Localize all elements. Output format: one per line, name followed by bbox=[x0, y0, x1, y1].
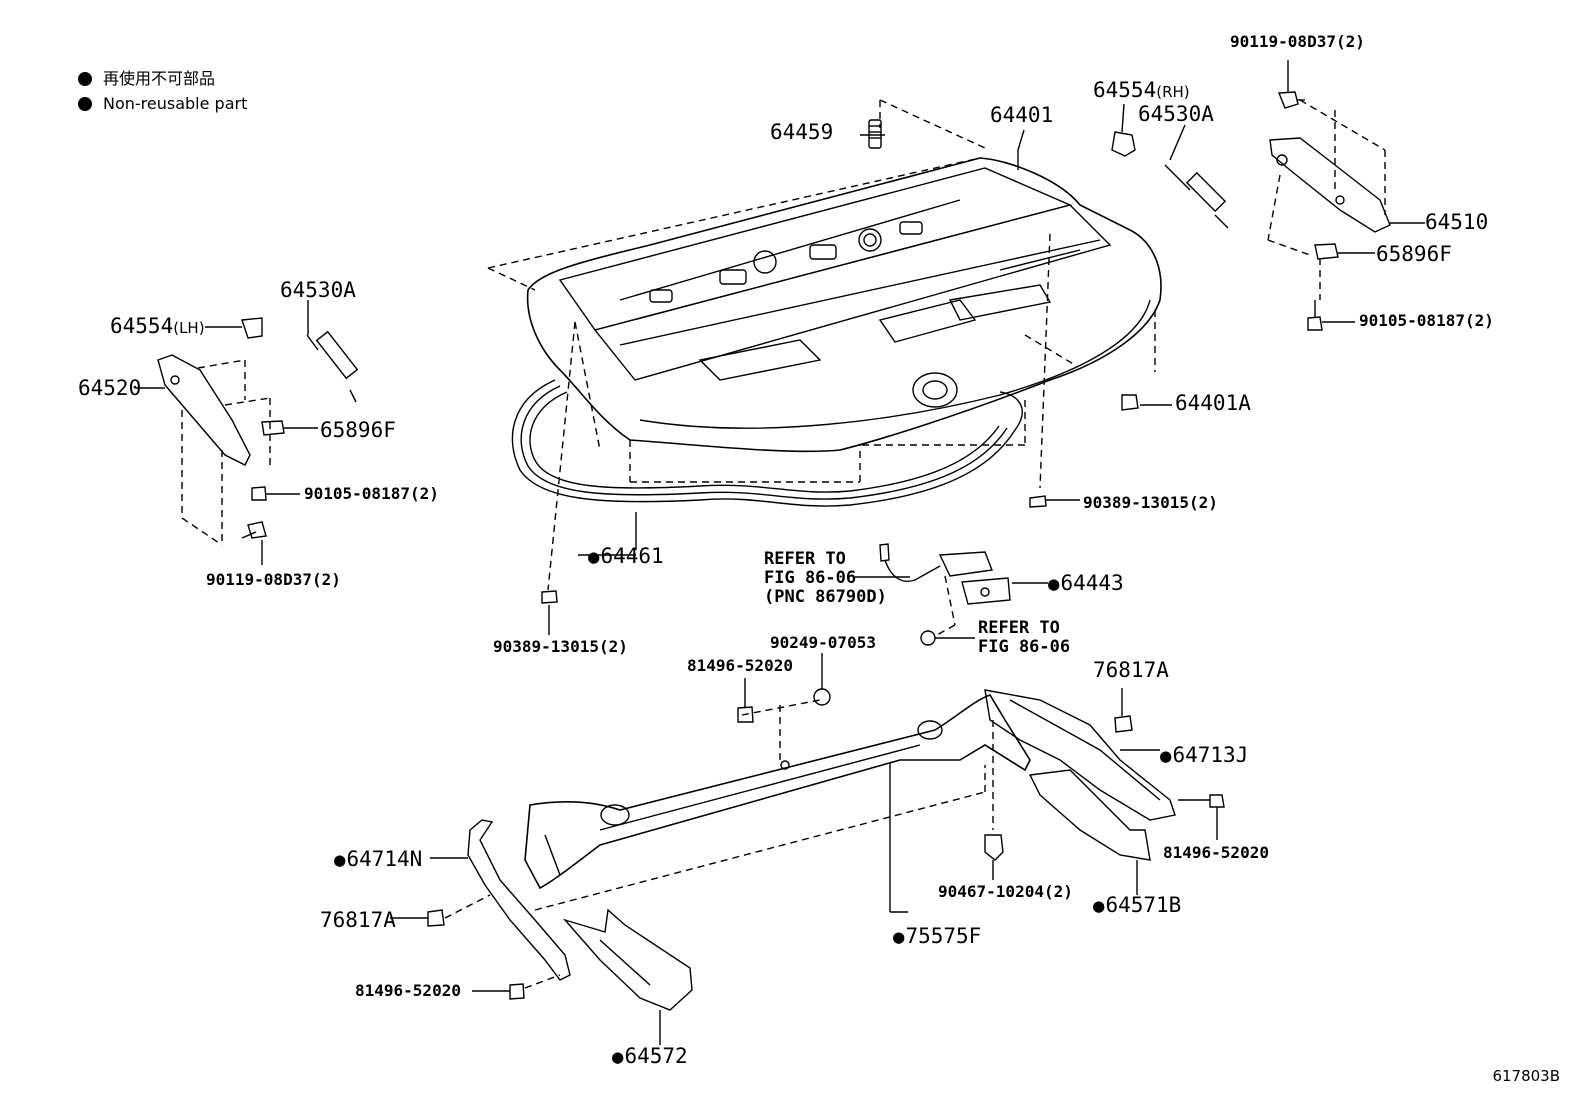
bumper-64459 bbox=[868, 119, 882, 149]
label-64554-rh-num: 64554 bbox=[1093, 78, 1157, 102]
label-64571b-text: 64571B bbox=[1105, 893, 1182, 917]
trim-64713j bbox=[984, 689, 1176, 821]
trim-64571b bbox=[1028, 769, 1151, 895]
clip-65896f-lh bbox=[261, 420, 318, 436]
label-90119-rh: 90119-08D37(2) bbox=[1230, 32, 1365, 51]
label-90105-lh: 90105-08187(2) bbox=[304, 484, 439, 503]
label-64554-lh-side: (LH) bbox=[173, 319, 205, 337]
lock-dashed bbox=[934, 575, 956, 637]
legend-row-en: Non-reusable part bbox=[78, 91, 247, 116]
leader-75575f bbox=[889, 762, 908, 913]
clip-76817a-r bbox=[1114, 688, 1133, 733]
refer-note-1-line3: (PNC 86790D) bbox=[764, 587, 887, 607]
label-64459: 64459 bbox=[770, 120, 834, 144]
label-64520: 64520 bbox=[78, 376, 142, 400]
bracket-64554-rh bbox=[1111, 103, 1136, 157]
clip-81496-c bbox=[472, 983, 525, 1000]
label-75575f-text: 75575F bbox=[905, 924, 982, 948]
clip-81496-a bbox=[737, 653, 831, 723]
refer-note-1-line1: REFER TO bbox=[764, 549, 846, 569]
label-64713j: 64713J bbox=[1160, 745, 1248, 766]
trunk-lid-envelope bbox=[487, 99, 1156, 483]
label-90389-lh: 90389-13015(2) bbox=[493, 637, 628, 656]
label-64530a-lh: 64530A bbox=[280, 278, 356, 302]
label-64572-text: 64572 bbox=[624, 1044, 688, 1068]
refer-note-2: REFER TO FIG 86-06 bbox=[978, 619, 1070, 657]
label-64443-text: 64443 bbox=[1060, 571, 1124, 595]
trim-64572 bbox=[562, 908, 693, 1045]
bolt-90119-rh bbox=[1277, 60, 1305, 109]
bolt-90105-lh bbox=[251, 486, 300, 501]
label-64554-rh-side: (RH) bbox=[1156, 83, 1190, 101]
lid-dashed-studs bbox=[547, 233, 1051, 591]
hinge-64520 bbox=[135, 354, 251, 466]
trim-dashed bbox=[534, 699, 994, 911]
damper-64530a-lh bbox=[306, 300, 359, 403]
non-reusable-bullet-icon bbox=[78, 96, 92, 111]
clip-76817a-l bbox=[390, 909, 445, 927]
bolt-90105-rh bbox=[1307, 300, 1355, 331]
lid-leaders bbox=[578, 129, 1172, 556]
label-64714n-text: 64714N bbox=[346, 847, 423, 871]
weatherstrip-64461 bbox=[511, 379, 1023, 507]
label-90249: 90249-07053 bbox=[770, 633, 876, 652]
non-reusable-bullet-icon bbox=[78, 71, 92, 86]
label-81496-c: 81496-52020 bbox=[355, 981, 461, 1000]
stopper-64401a bbox=[1121, 394, 1139, 411]
refer-note-2-line1: REFER TO bbox=[978, 618, 1060, 638]
clip-81496-b bbox=[1178, 794, 1225, 840]
label-90105-rh: 90105-08187(2) bbox=[1359, 311, 1494, 330]
label-65896f-rh: 65896F bbox=[1376, 242, 1452, 266]
label-90389-rh: 90389-13015(2) bbox=[1083, 493, 1218, 512]
label-65896f-lh: 65896F bbox=[320, 418, 396, 442]
refer-note-1-line2: FIG 86-06 bbox=[764, 568, 857, 588]
label-90119-lh: 90119-08D37(2) bbox=[206, 570, 341, 589]
hinge-lh-dashed bbox=[181, 359, 271, 546]
label-81496-b: 81496-52020 bbox=[1163, 843, 1269, 862]
trim-dashed-left bbox=[444, 894, 561, 989]
label-76817a-rh: 76817A bbox=[1093, 658, 1169, 682]
refer-note-1: REFER TO FIG 86-06 (PNC 86790D) bbox=[764, 550, 887, 607]
label-64401a: 64401A bbox=[1175, 391, 1251, 415]
label-64461: 64461 bbox=[588, 544, 664, 568]
clip-90467 bbox=[984, 834, 1004, 880]
legend-en-text: Non-reusable part bbox=[103, 94, 248, 113]
label-64571b: 64571B bbox=[1093, 895, 1181, 916]
lock-64443 bbox=[855, 543, 1048, 605]
hinge-dashed bbox=[1267, 99, 1386, 300]
trunk-lid-64401 bbox=[526, 157, 1162, 453]
clip-65896f-rh bbox=[1314, 243, 1375, 260]
label-81496-a: 81496-52020 bbox=[687, 656, 793, 675]
label-64554-lh-num: 64554 bbox=[110, 314, 174, 338]
bolt-90119-lh bbox=[241, 521, 267, 565]
trim-75575f bbox=[524, 694, 1031, 890]
nut-90389-l bbox=[541, 590, 558, 635]
refer-note-2-line2: FIG 86-06 bbox=[978, 637, 1071, 657]
legend-row-jp: 再使用不可部品 bbox=[78, 66, 247, 91]
label-64510: 64510 bbox=[1425, 210, 1489, 234]
bracket-64554-lh bbox=[205, 317, 263, 339]
label-64714n: 64714N bbox=[334, 849, 422, 870]
damper-64530a-rh bbox=[1164, 124, 1229, 229]
label-90467: 90467-10204(2) bbox=[938, 882, 1073, 901]
legend: 再使用不可部品 Non-reusable part bbox=[78, 66, 247, 116]
catalog-number: 617803B bbox=[1492, 1067, 1560, 1085]
trim-64714n bbox=[430, 819, 571, 981]
legend-jp-text: 再使用不可部品 bbox=[103, 69, 216, 88]
label-64401: 64401 bbox=[990, 103, 1054, 127]
label-64554-rh: 64554(RH) bbox=[1093, 80, 1190, 101]
label-64572: 64572 bbox=[612, 1044, 688, 1068]
nut-90389-r bbox=[1029, 495, 1047, 508]
label-64530a-rh: 64530A bbox=[1138, 102, 1214, 126]
screw-lock bbox=[920, 630, 975, 646]
label-64443: 64443 bbox=[1048, 571, 1124, 595]
label-64713j-text: 64713J bbox=[1172, 743, 1249, 767]
label-64554-lh: 64554(LH) bbox=[110, 316, 205, 337]
label-64461-text: 64461 bbox=[600, 544, 664, 568]
hinge-64510 bbox=[1269, 137, 1425, 233]
label-76817a-lh: 76817A bbox=[320, 908, 396, 932]
label-75575f: 75575F bbox=[893, 926, 981, 947]
